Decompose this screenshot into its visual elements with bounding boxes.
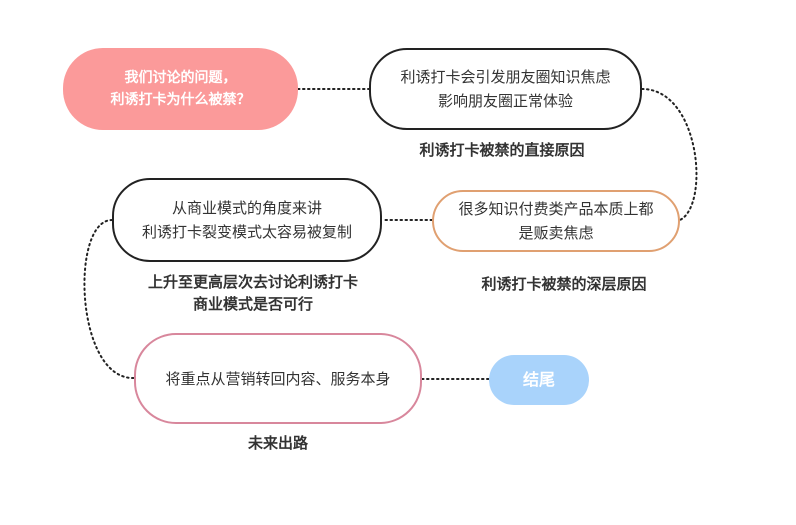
future-path-caption-line-1: 未来出路 [247, 434, 308, 452]
direct-cause-line-1: 利诱打卡会引发朋友圈知识焦虑 [400, 68, 611, 86]
question-line-1: 我们讨论的问题， [124, 70, 237, 86]
deep-cause-node: 很多知识付费类产品本质上都 是贩卖焦虑 [432, 190, 680, 252]
connector-direct-to-deep [641, 88, 698, 221]
direct-cause-caption-line-1: 利诱打卡被禁的直接原因 [419, 141, 585, 159]
question-line-2: 利诱打卡为什么被禁？ [110, 92, 251, 108]
business-model-caption-line-1: 上升至更高层次去讨论利诱打卡 [147, 273, 358, 291]
deep-cause-caption: 利诱打卡被禁的深层原因 [450, 273, 678, 295]
business-model-line-2: 利诱打卡裂变模式太容易被复制 [141, 223, 352, 241]
end-label: 结尾 [522, 370, 555, 389]
direct-cause-node: 利诱打卡会引发朋友圈知识焦虑 影响朋友圈正常体验 [369, 48, 642, 130]
future-path-caption: 未来出路 [190, 432, 366, 454]
business-model-node: 从商业模式的角度来讲 利诱打卡裂变模式太容易被复制 [112, 178, 382, 262]
question-node: 我们讨论的问题， 利诱打卡为什么被禁？ [63, 48, 298, 130]
end-node: 结尾 [489, 355, 589, 405]
deep-cause-line-1: 很多知识付费类产品本质上都 [458, 200, 654, 218]
future-path-line-1: 将重点从营销转回内容、服务本身 [165, 369, 391, 388]
deep-cause-caption-line-1: 利诱打卡被禁的深层原因 [481, 275, 647, 293]
direct-cause-line-2: 影响朋友圈正常体验 [437, 92, 573, 110]
connector-business-to-future [83, 219, 135, 380]
business-model-line-1: 从商业模式的角度来讲 [171, 199, 322, 217]
future-path-node: 将重点从营销转回内容、服务本身 [134, 333, 422, 424]
deep-cause-line-2: 是贩卖焦虑 [518, 224, 594, 242]
direct-cause-caption: 利诱打卡被禁的直接原因 [386, 139, 618, 161]
business-model-caption-line-2: 商业模式是否可行 [192, 295, 313, 313]
business-model-caption: 上升至更高层次去讨论利诱打卡 商业模式是否可行 [108, 271, 398, 315]
